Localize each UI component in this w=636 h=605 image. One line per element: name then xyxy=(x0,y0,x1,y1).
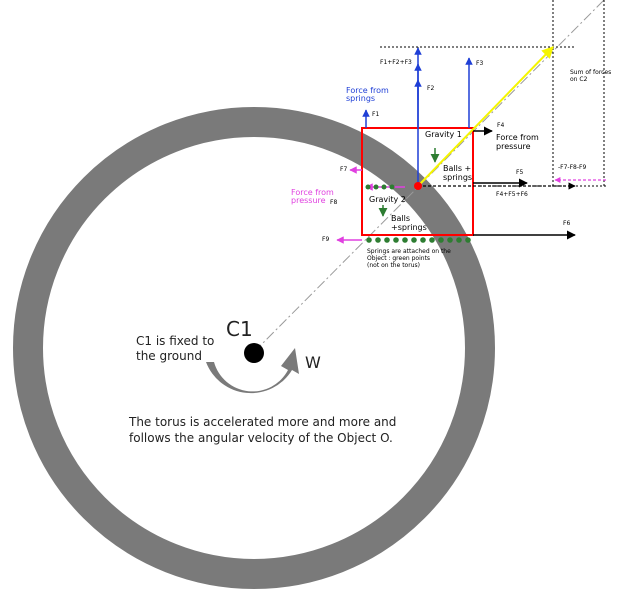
f456-label: F4+F5+F6 xyxy=(496,191,528,198)
w-label: W xyxy=(305,353,321,372)
sum-forces-line1: Sum of forces xyxy=(570,69,611,76)
gravity2-label: Gravity 2 xyxy=(369,195,406,204)
sum-forces-line2: on C2 xyxy=(570,76,588,83)
c2-point xyxy=(414,182,422,190)
spring-point xyxy=(429,237,435,243)
spring-points xyxy=(365,184,471,243)
c1-label: C1 xyxy=(226,317,253,341)
force-from-springs-line2: springs xyxy=(346,94,375,103)
f5-label: F5 xyxy=(516,169,523,176)
spring-point xyxy=(447,237,453,243)
c1-fixed-line1: C1 is fixed to xyxy=(136,334,214,348)
spring-point xyxy=(411,237,417,243)
f6-label: F6 xyxy=(563,220,570,227)
springs-note-line1: Springs are attached on the xyxy=(367,248,451,255)
springs-note-line2: Object : green points xyxy=(367,255,430,262)
spring-point xyxy=(381,184,387,190)
force-from-pressure-right-line2: pressure xyxy=(496,142,531,151)
spring-point xyxy=(420,237,426,243)
balls-springs1-line2: springs xyxy=(443,173,472,182)
spring-point xyxy=(402,237,408,243)
c1-fixed-line2: the ground xyxy=(136,349,202,363)
f9-label: F9 xyxy=(322,236,329,243)
balls-springs2-line2: +springs xyxy=(391,223,427,232)
spring-point xyxy=(366,237,372,243)
f2-label: F2 xyxy=(427,85,434,92)
spring-point xyxy=(465,237,471,243)
f3-label: F3 xyxy=(476,60,483,67)
f4-label: F4 xyxy=(497,122,504,129)
spring-point xyxy=(389,184,395,190)
spring-point xyxy=(373,184,379,190)
spring-point xyxy=(393,237,399,243)
force-from-springs-line1: Force from xyxy=(346,86,389,95)
f789-label: -F7-F8-F9 xyxy=(558,164,586,171)
force-from-pressure-right-line1: Force from xyxy=(496,133,539,142)
balls-springs1-line1: Balls + xyxy=(443,164,471,173)
arrow-sum-forces xyxy=(417,46,554,187)
spring-point xyxy=(375,237,381,243)
spring-point xyxy=(384,237,390,243)
torus xyxy=(13,107,495,589)
f7-label: F7 xyxy=(340,166,347,173)
spring-point xyxy=(456,237,462,243)
torus-note-line2: follows the angular velocity of the Obje… xyxy=(129,431,393,445)
springs-note-line3: (not on the torus) xyxy=(367,262,420,269)
force-from-pressure-left-line2: pressure xyxy=(291,196,326,205)
spring-point xyxy=(365,184,371,190)
force-from-pressure-left-line1: Force from xyxy=(291,188,334,197)
f1-label: F1 xyxy=(372,111,379,118)
torus-note-line1: The torus is accelerated more and more a… xyxy=(128,415,396,429)
f123-label: F1+F2+F3 xyxy=(380,59,412,66)
c1-point xyxy=(244,343,264,363)
gravity1-label: Gravity 1 xyxy=(425,130,462,139)
f8-label: F8 xyxy=(330,199,337,206)
spring-point xyxy=(438,237,444,243)
balls-springs2-line1: Balls xyxy=(391,214,410,223)
